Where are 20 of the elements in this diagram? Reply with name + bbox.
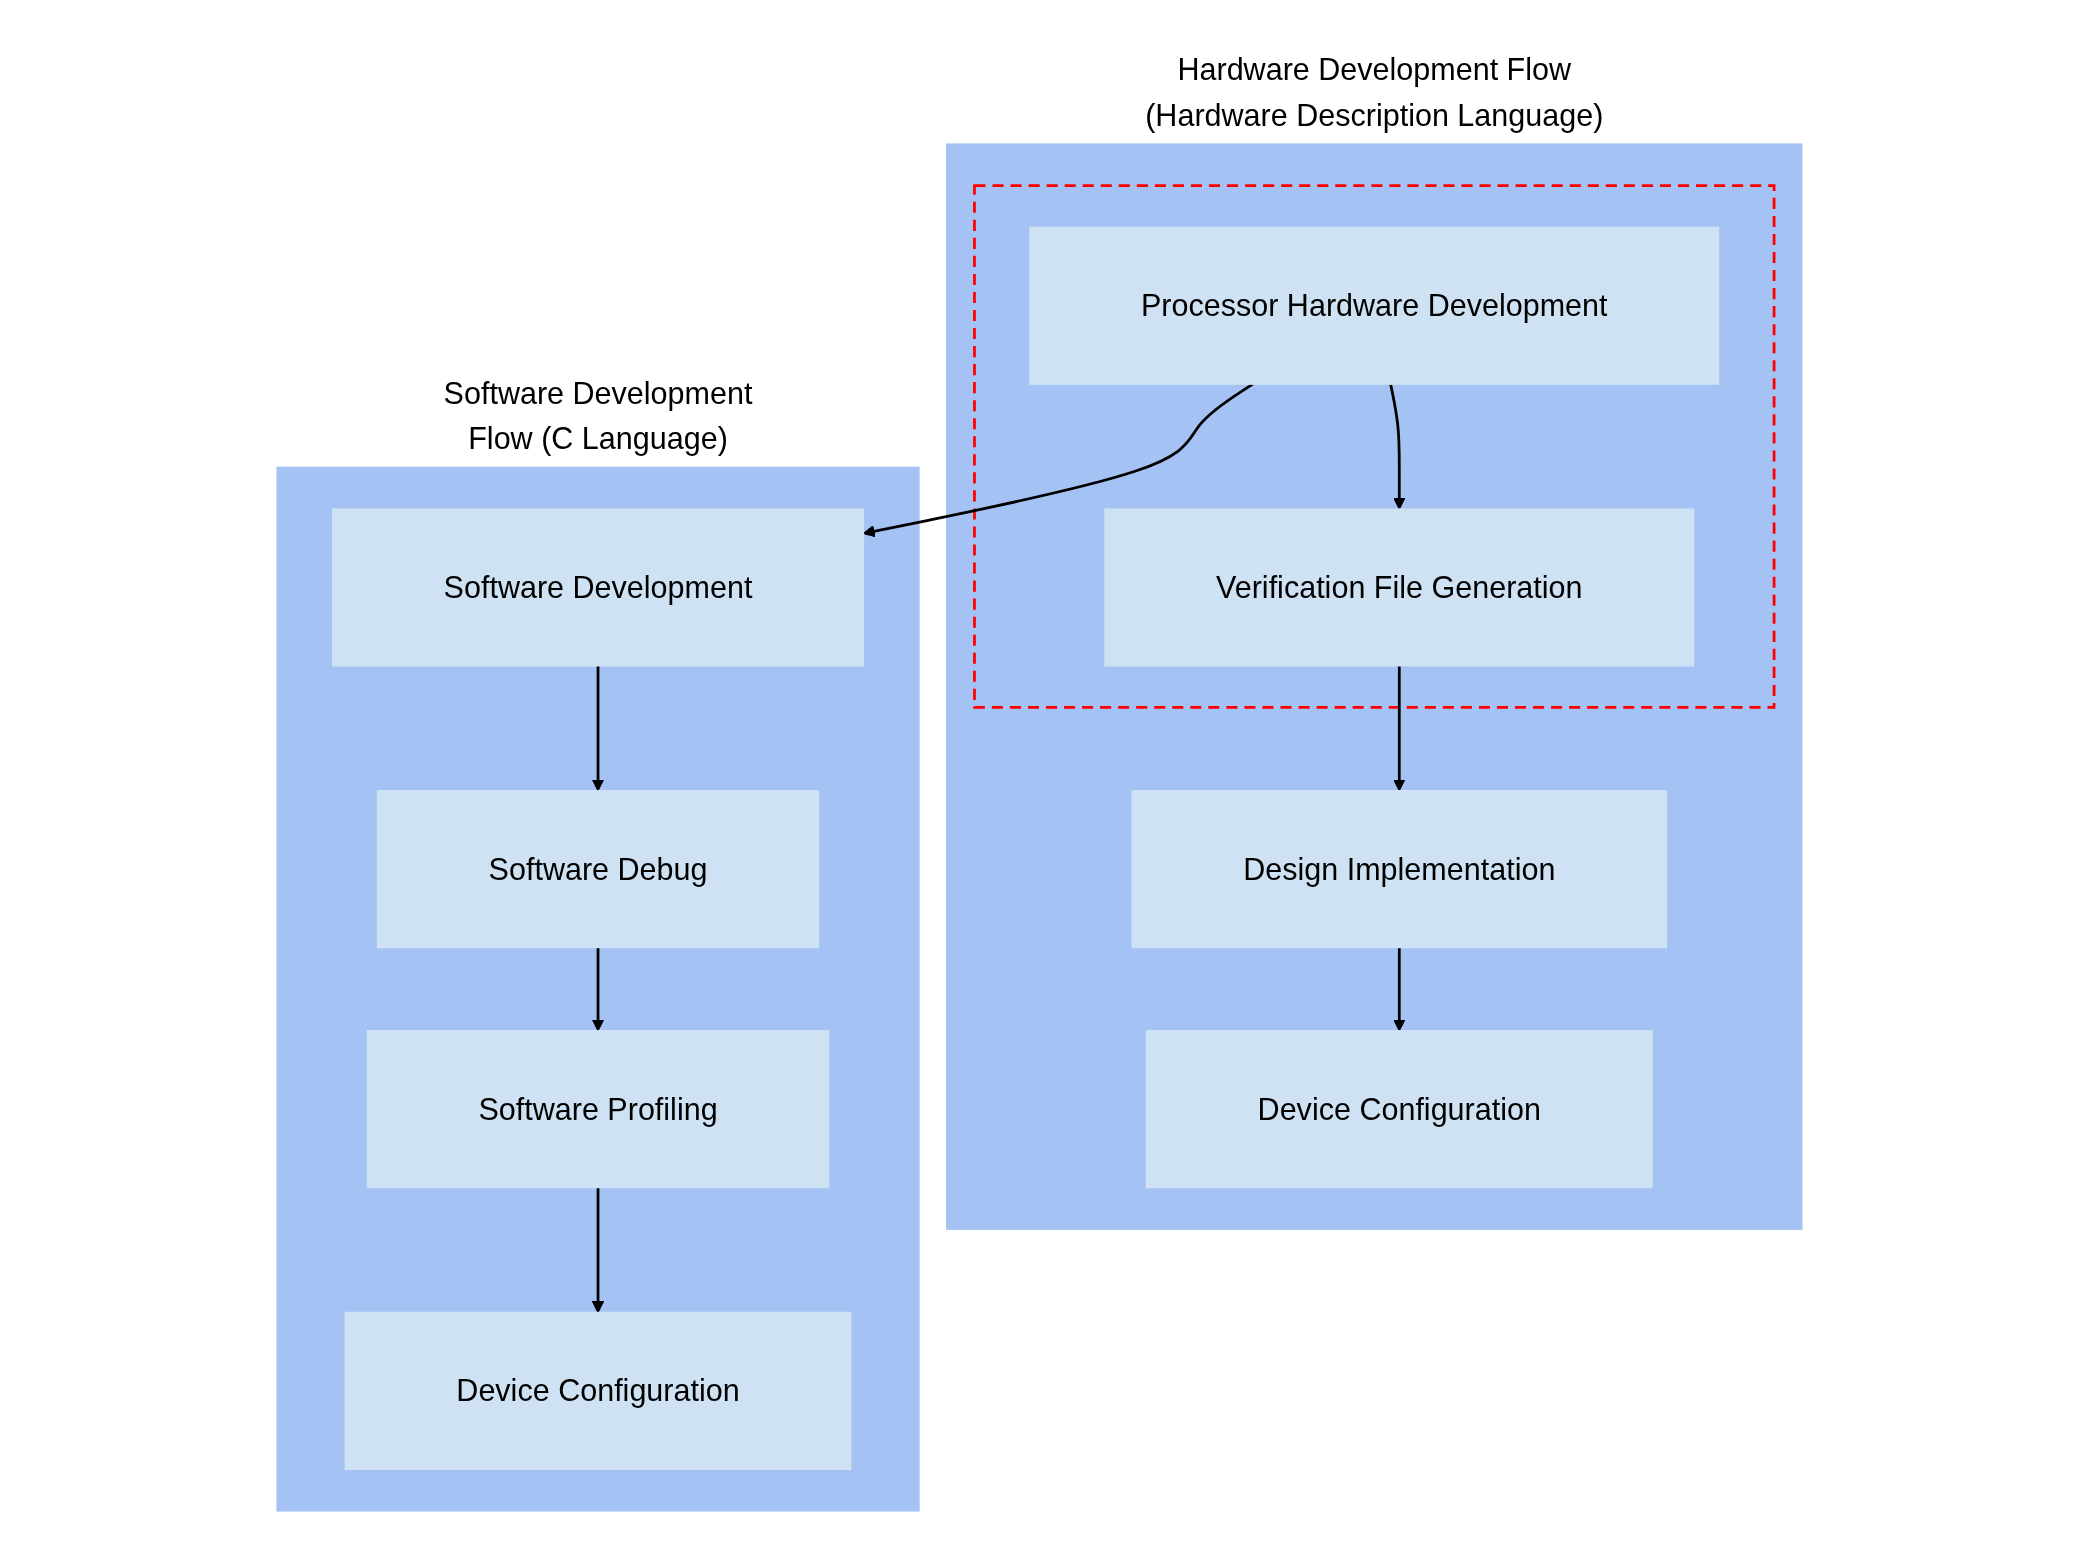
node-box: Design Implementation [1131,790,1667,949]
arrow [1392,665,1405,792]
arrow [1388,383,1405,510]
node-box: Device Configuration [1145,1030,1653,1189]
node-box: Software Debug [376,790,819,949]
arrow [591,947,604,1032]
node-box: Software Development [331,508,864,667]
arrow [591,1187,604,1313]
node-label: Hardware Development Flow (Hardware Description Language) [1144,52,1603,134]
node-box: Device Configuration [344,1311,851,1470]
cluster [275,466,920,1512]
node-label: Software Development Flow (C Language) [443,375,752,457]
arrow [1392,947,1405,1032]
node-box: Processor Hardware Development [1028,226,1719,385]
cluster [972,184,1775,709]
arrow [862,383,1254,538]
arrow [591,665,604,792]
node-box: Software Profiling [366,1030,829,1189]
cluster [945,143,1803,1230]
node-box: Verification File Generation [1103,508,1694,667]
